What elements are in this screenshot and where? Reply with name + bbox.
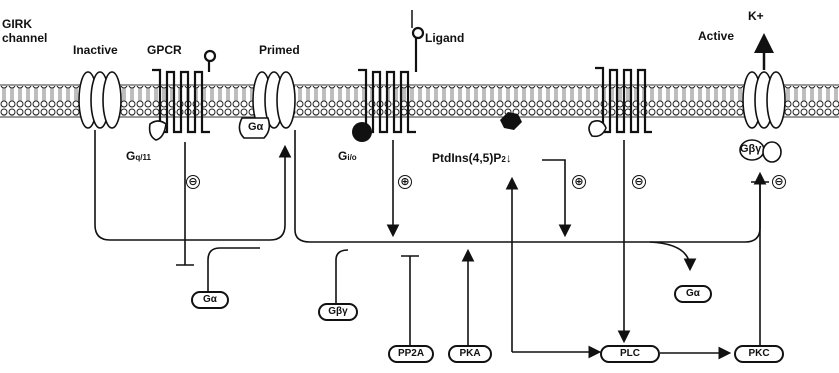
g-q11-prefix: G (126, 149, 135, 163)
pp2a-node: PP2A (388, 345, 434, 363)
girk-channel-active (743, 72, 785, 128)
g-io-sub: i/o (347, 153, 356, 162)
g-alpha-free-right: Gα (674, 285, 712, 303)
g-q-protein (589, 121, 606, 136)
ptdins-down-arrow: ↓ (506, 151, 512, 165)
plus-sign-pip2: ⊕ (572, 175, 586, 189)
g-io-protein (352, 122, 372, 142)
g-betagamma-active-label: Gβγ (740, 144, 761, 155)
k-ion-label: K+ (748, 10, 764, 22)
g-io-label: Gi/o (338, 150, 357, 162)
active-label: Active (698, 30, 734, 42)
ptdins-text: PtdIns(4,5)P (432, 151, 501, 165)
inhibit-sign-q11: ⊖ (186, 175, 200, 189)
pka-node: PKA (448, 345, 492, 363)
g-q11-label: Gq/11 (126, 150, 151, 162)
girk-label-line2: channel (2, 32, 47, 44)
minus-sign-plc: ⊖ (632, 175, 646, 189)
g-alpha-primed-label: Gα (248, 122, 263, 133)
gpcr-label: GPCR (147, 44, 182, 56)
ptdins-label: PtdIns(4,5)P2↓ (432, 152, 512, 164)
cell-membrane (0, 86, 839, 116)
minus-sign-pkc: ⊖ (772, 175, 786, 189)
g-q11-sub: q/11 (135, 153, 151, 162)
g-beta-gamma-bound-active-2 (763, 142, 781, 162)
g-io-prefix: G (338, 149, 347, 163)
plus-sign-io: ⊕ (398, 175, 412, 189)
ligand-label: Ligand (425, 32, 464, 44)
g-betagamma-free: Gβγ (318, 303, 358, 321)
girk-channel-inactive (79, 72, 121, 128)
girk-label: GIRK channel (2, 18, 47, 44)
girk-label-line1: GIRK (2, 18, 47, 30)
plc-node: PLC (600, 345, 660, 363)
pkc-node: PKC (734, 345, 784, 363)
g-alpha-free-left: Gα (191, 291, 229, 309)
inactive-label: Inactive (73, 44, 118, 56)
primed-label: Primed (259, 44, 300, 56)
gpcr-active (358, 28, 423, 132)
g-beta-gamma-bound-inactive (150, 121, 166, 140)
